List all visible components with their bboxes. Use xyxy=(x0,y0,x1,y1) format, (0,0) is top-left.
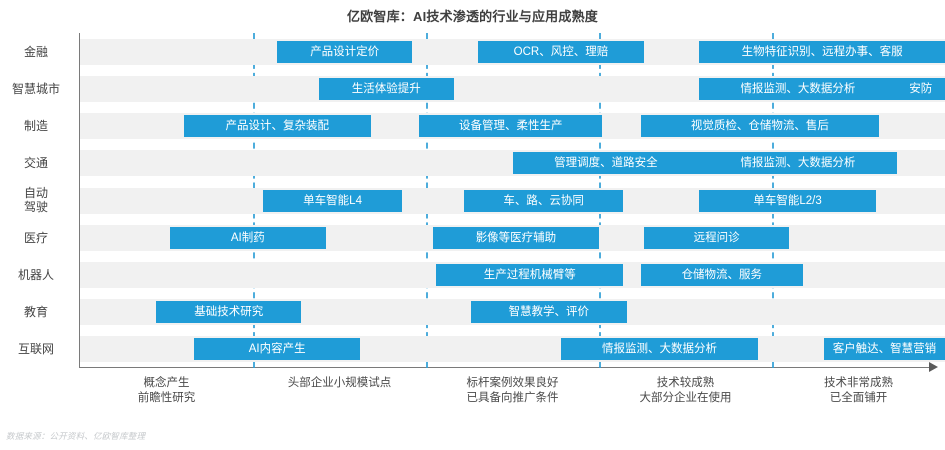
bar-教育-1[interactable]: 基础技术研究 xyxy=(156,301,302,324)
y-axis-label-智慧城市: 智慧城市 xyxy=(11,81,60,96)
x-label-line2: 前瞻性研究 xyxy=(137,392,196,404)
bar-交通-1[interactable]: 管理调度、道路安全 xyxy=(512,152,700,175)
x-label-line1: 头部企业小规模试点 xyxy=(287,377,392,389)
x-axis-stage-3: 标杆案例效果良好已具备向推广条件 xyxy=(423,376,603,406)
bar-医疗-3[interactable]: 远程问诊 xyxy=(643,226,790,249)
bar-医疗-1[interactable]: AI制药 xyxy=(169,226,326,249)
bar-机器人-2[interactable]: 仓储物流、服务 xyxy=(640,263,804,286)
bar-医疗-2[interactable]: 影像等医疗辅助 xyxy=(432,226,599,249)
bar-互联网-2[interactable]: 情报监测、大数据分析 xyxy=(560,338,759,361)
bar-教育-2[interactable]: 智慧教学、评价 xyxy=(470,301,627,324)
bar-金融-2[interactable]: OCR、风控、理赔 xyxy=(477,40,644,63)
y-axis-label-自动驾驶: 自动驾驶 xyxy=(0,186,72,214)
bar-互联网-1[interactable]: AI内容产生 xyxy=(194,338,361,361)
bar-机器人-1[interactable]: 生产过程机械臂等 xyxy=(436,263,624,286)
y-label-line1: 自动 xyxy=(23,185,48,200)
bar-制造-1[interactable]: 产品设计、复杂装配 xyxy=(183,115,371,138)
bar-自动驾驶-2[interactable]: 车、路、云协同 xyxy=(464,189,624,212)
y-axis-label-交通: 交通 xyxy=(23,156,48,171)
x-label-line1: 技术较成熟 xyxy=(656,377,715,389)
bar-智慧城市-2[interactable]: 情报监测、大数据分析 xyxy=(699,77,897,100)
bar-金融-1[interactable]: 产品设计定价 xyxy=(277,40,413,63)
y-label-line2: 驾驶 xyxy=(23,199,48,214)
bar-制造-3[interactable]: 视觉质检、仓储物流、售后 xyxy=(640,115,880,138)
x-label-line1: 概念产生 xyxy=(143,377,190,389)
bar-金融-3[interactable]: 生物特征识别、远程办事、客服 xyxy=(699,40,945,63)
x-axis-stage-4: 技术较成熟大部分企业在使用 xyxy=(596,376,776,406)
x-label-line2: 大部分企业在使用 xyxy=(639,392,732,404)
bar-互联网-3[interactable]: 客户触达、智慧营销 xyxy=(823,338,945,361)
bar-自动驾驶-3[interactable]: 单车智能L2/3 xyxy=(699,189,876,212)
chart-title: 亿欧智库：AI技术渗透的行业与应用成熟度 xyxy=(346,9,598,24)
y-axis-label-医疗: 医疗 xyxy=(23,230,48,245)
x-label-line1: 标杆案例效果良好 xyxy=(466,377,559,389)
bar-智慧城市-3[interactable]: 安防 xyxy=(896,77,945,100)
bar-智慧城市-1[interactable]: 生活体验提升 xyxy=(318,77,454,100)
y-axis-label-互联网: 互联网 xyxy=(17,342,54,357)
source-note: 数据来源：公开资料、亿欧智库整理 xyxy=(6,431,146,441)
y-axis-label-教育: 教育 xyxy=(23,305,48,320)
y-axis-label-金融: 金融 xyxy=(23,44,48,59)
x-axis-arrow-icon xyxy=(929,362,938,372)
x-axis-line xyxy=(79,367,931,368)
x-axis-stage-1: 概念产生前瞻性研究 xyxy=(77,376,257,406)
bar-自动驾驶-1[interactable]: 单车智能L4 xyxy=(263,189,402,212)
x-label-line1: 技术非常成熟 xyxy=(824,377,893,389)
y-axis-line xyxy=(79,33,80,368)
y-axis-label-机器人: 机器人 xyxy=(17,267,54,282)
bar-交通-2[interactable]: 情报监测、大数据分析 xyxy=(699,152,897,175)
x-axis-stage-2: 头部企业小规模试点 xyxy=(250,376,430,391)
bar-制造-2[interactable]: 设备管理、柔性生产 xyxy=(419,115,603,138)
y-axis-label-制造: 制造 xyxy=(23,119,48,134)
x-label-line2: 已具备向推广条件 xyxy=(466,392,559,404)
x-axis-stage-5: 技术非常成熟已全面铺开 xyxy=(769,376,945,406)
x-label-line2: 已全面铺开 xyxy=(829,392,888,404)
